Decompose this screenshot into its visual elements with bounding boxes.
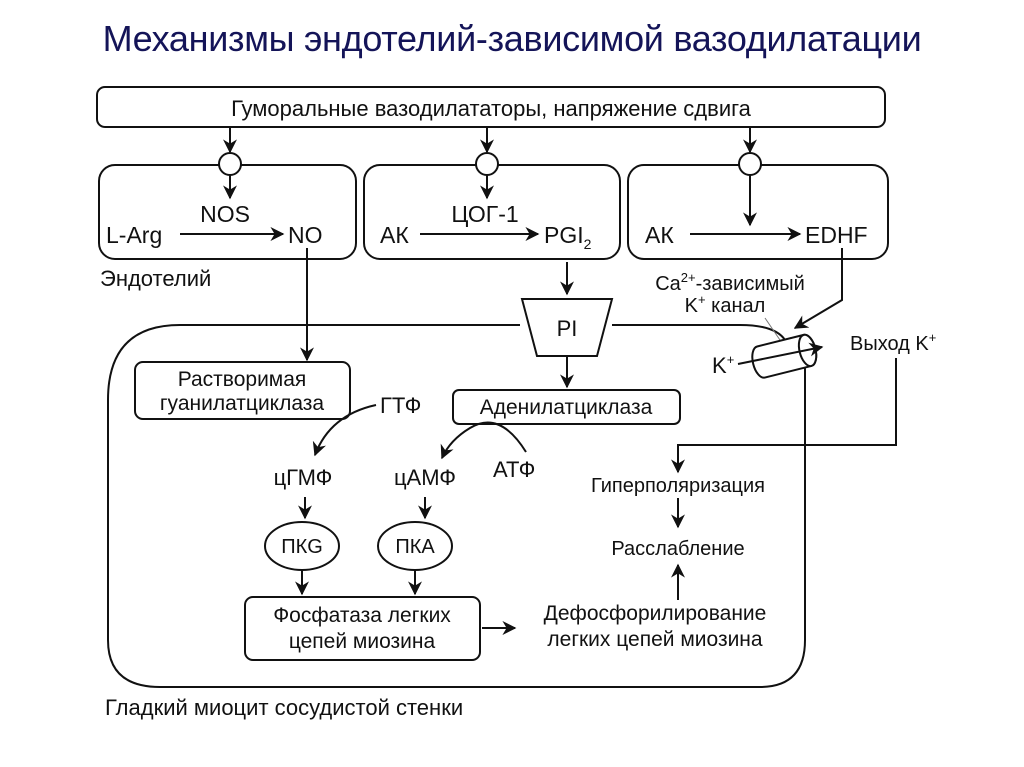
soluble-gc-box bbox=[134, 361, 351, 420]
receptor-circle-1 bbox=[218, 152, 242, 176]
no-label: NO bbox=[288, 222, 323, 248]
endothelium-label: Эндотелий bbox=[100, 266, 211, 291]
phosphatase-box bbox=[244, 596, 481, 661]
relaxation-label: Расслабление bbox=[611, 538, 744, 560]
cell-boundary-top-right bbox=[612, 324, 786, 341]
receptor-circle-2 bbox=[475, 152, 499, 176]
gtp-label: ГТФ bbox=[380, 393, 421, 418]
hyperpolarization-label: Гиперполяризация bbox=[591, 475, 765, 497]
dephos-label-2: легких цепей миозина bbox=[547, 628, 762, 651]
k-channel-icon bbox=[751, 333, 818, 379]
arrow-kout-to-hyperpolarization bbox=[671, 358, 897, 474]
pka-label: ПКА bbox=[395, 536, 435, 558]
adenylate-cyclase-box bbox=[452, 389, 681, 425]
ac-label: Аденилатциклаза bbox=[480, 396, 653, 419]
stimulus-label: Гуморальные вазодилататоры, напряжение с… bbox=[231, 96, 752, 121]
camp-label: цАМФ bbox=[394, 465, 456, 490]
page-title: Механизмы эндотелий-зависимой вазодилата… bbox=[102, 18, 922, 59]
pkg-label: ПКG bbox=[281, 536, 323, 558]
atp-label: АТФ bbox=[493, 457, 535, 482]
phosphatase-label-2: цепей миозина bbox=[289, 630, 436, 653]
stimulus-box bbox=[96, 86, 886, 128]
pgi-label: PGI2 bbox=[544, 222, 592, 252]
edhf-label: EDHF bbox=[805, 222, 868, 248]
pi-label: PI bbox=[557, 316, 578, 341]
cgmp-label: цГМФ bbox=[274, 465, 333, 490]
cox1-label: ЦОГ-1 bbox=[451, 201, 518, 227]
channel-label-pointer bbox=[764, 317, 783, 344]
pi-receptor bbox=[520, 298, 614, 357]
phosphatase-label-1: Фосфатаза легких bbox=[273, 604, 451, 627]
channel-label-1: Ca2+-зависимый bbox=[655, 270, 805, 295]
sgc-label-2: гуанилатциклаза bbox=[160, 392, 325, 415]
channel-label-2: K+ канал bbox=[685, 292, 766, 317]
l-arg-label: L-Arg bbox=[106, 222, 162, 248]
dephos-label-1: Дефосфорилирование bbox=[544, 602, 767, 625]
k-out-label: Выход K+ bbox=[850, 330, 936, 355]
nos-label: NOS bbox=[200, 201, 250, 227]
ak-label-2: АК bbox=[645, 222, 674, 248]
smooth-muscle-label: Гладкий миоцит сосудистой стенки bbox=[105, 695, 463, 720]
receptor-circle-3 bbox=[738, 152, 762, 176]
ak-label-1: АК bbox=[380, 222, 409, 248]
k-in-label: K+ bbox=[712, 352, 734, 378]
arrow-atp-to-camp bbox=[440, 421, 527, 460]
arrow-gtp-to-cgmp bbox=[312, 404, 377, 457]
sgc-label-1: Растворимая bbox=[178, 368, 307, 391]
arrow-k-efflux bbox=[737, 342, 824, 365]
arrow-edhf-to-channel bbox=[793, 248, 843, 329]
